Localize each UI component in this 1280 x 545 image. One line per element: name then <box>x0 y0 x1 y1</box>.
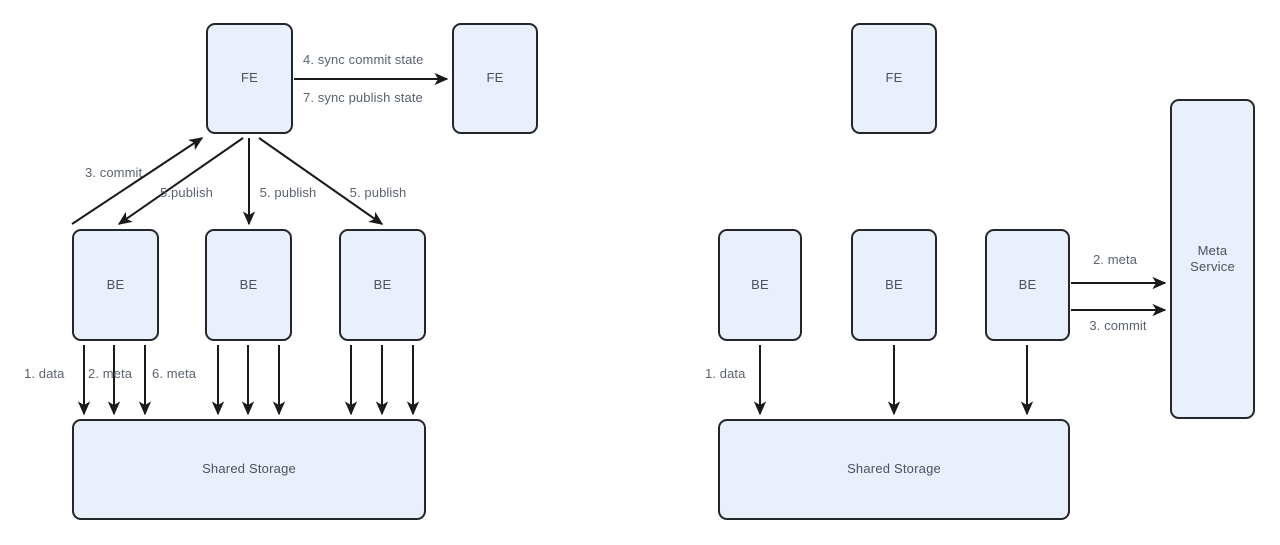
node-be-right-1[interactable]: BE <box>718 229 802 341</box>
edge-fe-to-be1-publish <box>117 137 244 225</box>
edge-fe-to-be3-publish <box>258 137 384 225</box>
node-label: BE <box>239 276 258 292</box>
node-label: FE <box>486 70 504 86</box>
edge-label-data-right: 1. data <box>705 366 746 381</box>
node-label: Shared Storage <box>202 461 296 477</box>
edge-label-publish-be2: 5. publish <box>259 185 317 200</box>
node-be-2[interactable]: BE <box>205 229 292 341</box>
edge-be1-to-fe-commit <box>71 137 204 225</box>
node-label: BE <box>751 276 769 292</box>
node-label: Shared Storage <box>847 461 941 477</box>
node-fe-follower[interactable]: FE <box>452 23 538 134</box>
edge-label-publish-be3: 5. publish <box>349 185 407 200</box>
node-label: BE <box>106 276 125 292</box>
node-label: BE <box>885 276 903 292</box>
node-be-3[interactable]: BE <box>339 229 426 341</box>
edge-label-sync-commit-state: 4. sync commit state <box>303 52 424 67</box>
node-label: BE <box>373 276 392 292</box>
edge-label-publish-be1: 5.publish <box>160 185 213 200</box>
node-be-right-2[interactable]: BE <box>851 229 937 341</box>
edge-label-meta-2-right: 2. meta <box>1092 252 1138 267</box>
edge-label-data-left: 1. data <box>24 366 65 381</box>
node-be-right-3[interactable]: BE <box>985 229 1070 341</box>
node-label: FE <box>885 70 903 86</box>
node-fe-primary[interactable]: FE <box>206 23 293 134</box>
node-label: FE <box>240 70 258 86</box>
edge-label-sync-publish-state: 7. sync publish state <box>303 90 423 105</box>
edge-label-commit: 3. commit <box>85 165 143 180</box>
node-label: Meta Service <box>1190 242 1235 274</box>
node-shared-storage-left[interactable]: Shared Storage <box>72 419 426 520</box>
edge-label-meta-2-left: 2. meta <box>88 366 133 381</box>
node-label: BE <box>1018 276 1037 292</box>
node-fe-right[interactable]: FE <box>851 23 937 134</box>
node-be-1[interactable]: BE <box>72 229 159 341</box>
edge-label-commit-3-right: 3. commit <box>1089 318 1147 333</box>
node-shared-storage-right[interactable]: Shared Storage <box>718 419 1070 520</box>
node-meta-service[interactable]: Meta Service <box>1170 99 1255 419</box>
edge-label-meta-6-left: 6. meta <box>152 366 197 381</box>
